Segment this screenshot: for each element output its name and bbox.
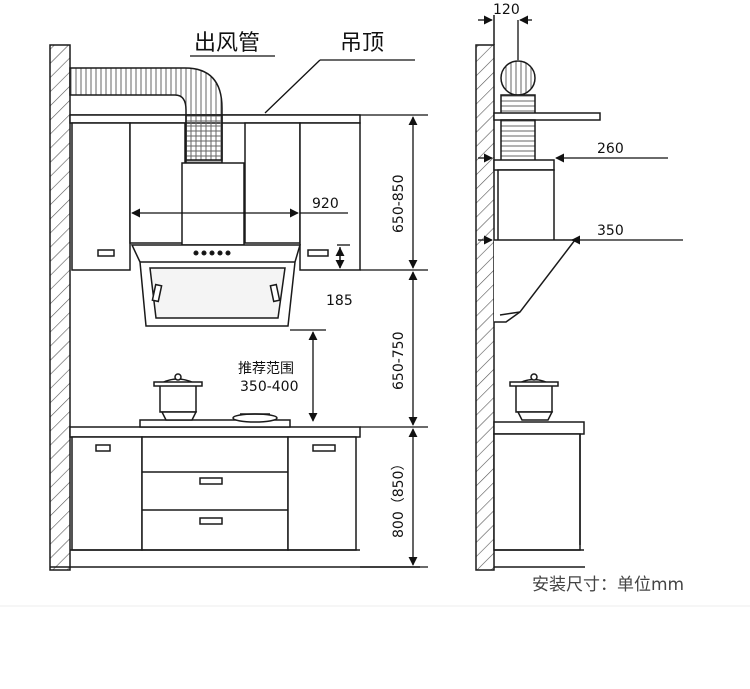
side-view (475, 15, 601, 571)
side-wall-gap-label: 120 (493, 2, 520, 18)
side-depth-lower-label: 350 (597, 223, 624, 239)
front-wall (49, 44, 71, 571)
hood-gap-label: 185 (326, 293, 353, 309)
lower-cabinet-left (71, 436, 143, 551)
side-depth-upper-label: 260 (597, 141, 624, 157)
side-wall (475, 44, 495, 571)
countertop (69, 426, 361, 438)
side-ceiling-shelf (493, 112, 601, 121)
lower-cabinet-middle (141, 436, 289, 551)
front-dimensions (131, 55, 428, 568)
hood-width-label: 920 (312, 196, 339, 212)
ceiling-label: 吊顶 (340, 31, 384, 56)
side-cabinet (493, 433, 581, 551)
lower-cabinet-right (287, 436, 357, 551)
top-height-label: 650-850 (391, 175, 407, 234)
side-dimensions (478, 15, 683, 245)
recommended-range-value: 350-400 (240, 379, 299, 395)
upper-cabinet-left (71, 122, 131, 271)
side-hood (494, 239, 577, 323)
side-duct-round (500, 60, 536, 96)
unit-footer: 安装尺寸：单位mm (532, 575, 684, 595)
counter-height-label: 800（850） (391, 457, 407, 538)
stove-and-pot (139, 373, 291, 428)
middle-height-label: 650-750 (391, 332, 407, 391)
front-view (49, 44, 420, 571)
recommended-range-title: 推荐范围 (238, 360, 294, 377)
duct-label: 出风管 (194, 31, 260, 56)
hood-chimney (181, 162, 245, 246)
